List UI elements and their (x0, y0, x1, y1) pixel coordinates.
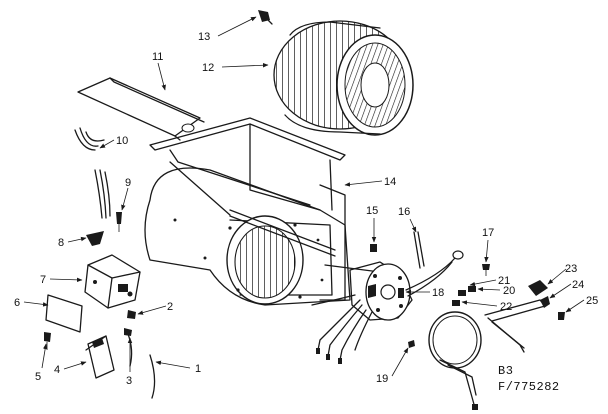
callout-19: 19 (376, 373, 388, 385)
capacitor (85, 335, 115, 379)
ground-wire (405, 231, 464, 297)
set-screw (258, 10, 273, 25)
callout-leaders (23, 16, 585, 377)
callout-18: 18 (432, 287, 444, 299)
blower-housing (144, 117, 381, 306)
diagram-code: B3 (498, 364, 514, 378)
callout-numbers: 1 2 3 4 5 6 7 8 9 10 11 12 13 14 15 16 1… (14, 31, 598, 387)
callout-17: 17 (482, 227, 494, 239)
bracket-clip (86, 231, 104, 246)
wire-straps (74, 127, 111, 219)
callout-12: 12 (202, 62, 214, 74)
callout-16: 16 (398, 206, 410, 218)
callout-11: 11 (152, 51, 163, 63)
callout-13: 13 (198, 31, 210, 43)
callout-4: 4 (54, 364, 60, 376)
mounting-screw-9 (116, 212, 122, 232)
callout-2: 2 (167, 301, 173, 313)
callout-7: 7 (40, 274, 46, 286)
callout-3: 3 (126, 375, 132, 387)
callout-8: 8 (58, 237, 64, 249)
callout-10: 10 (116, 135, 128, 147)
figure-number: F/775282 (498, 380, 560, 394)
motor-leads (311, 294, 373, 364)
mounting-screw-25 (558, 312, 565, 320)
lead-wire (149, 354, 156, 399)
callout-24: 24 (572, 279, 584, 291)
blower-wheel (273, 20, 414, 136)
mounting-screw-2 (127, 310, 136, 319)
mounting-arm (484, 280, 550, 353)
callout-15: 15 (366, 205, 378, 217)
callout-6: 6 (14, 297, 20, 309)
washers-nuts (452, 286, 476, 306)
callout-1: 1 (195, 363, 201, 375)
callout-9: 9 (125, 177, 131, 189)
motor-mounting-band (428, 311, 482, 410)
callout-25: 25 (586, 295, 598, 307)
cover-plate (45, 294, 83, 333)
callout-21: 21 (498, 275, 510, 287)
callout-20: 20 (503, 285, 515, 297)
callout-22: 22 (500, 301, 512, 313)
callout-14: 14 (384, 176, 396, 188)
callout-23: 23 (565, 263, 577, 275)
blower-motor (349, 261, 413, 321)
callout-5: 5 (35, 371, 41, 383)
cutoff-plate (77, 77, 205, 141)
mounting-screw-19 (408, 340, 415, 348)
capacitor-strap (124, 328, 133, 367)
mounting-screw-17 (482, 264, 490, 276)
control-box (84, 254, 141, 309)
mounting-screw-15 (370, 244, 377, 252)
